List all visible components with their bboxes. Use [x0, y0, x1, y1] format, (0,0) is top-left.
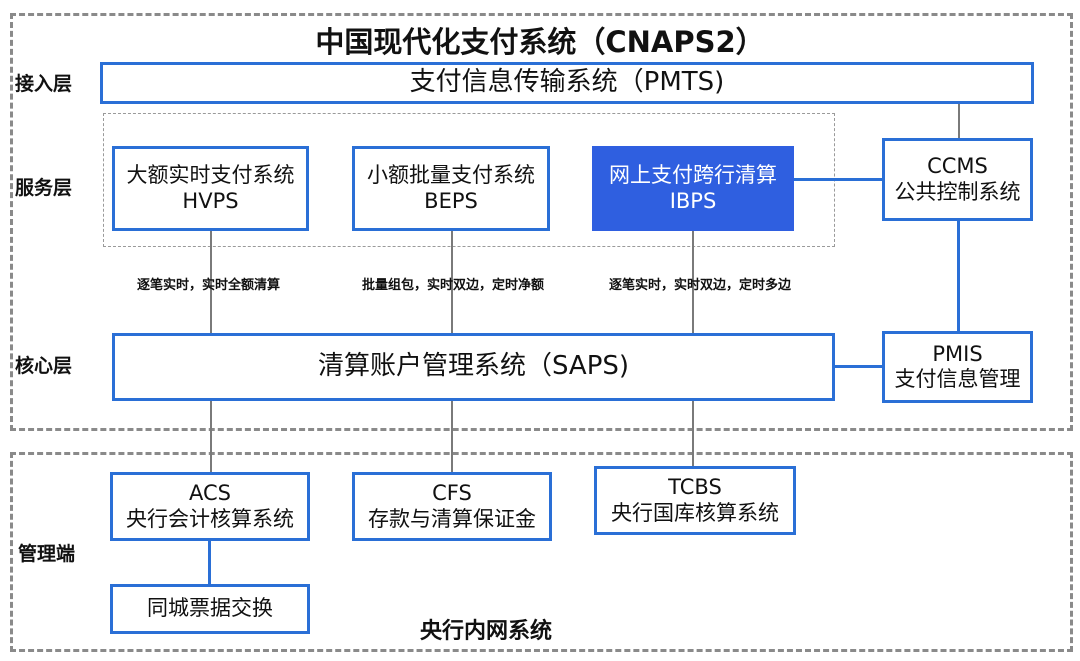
hvps-code: HVPS: [182, 188, 239, 213]
cnaps2-region: [10, 13, 1073, 431]
intranet-region: [10, 452, 1073, 652]
connector-saps-acs: [210, 400, 212, 473]
layer-label-access: 接入层: [15, 73, 73, 95]
acs-code: ACS: [189, 481, 231, 506]
tcbs-box: TCBS 央行国库核算系统: [594, 466, 796, 535]
connector-pmts-ccms: [958, 103, 960, 139]
connector-ibps-ccms: [793, 178, 883, 181]
ccms-code: CCMS: [927, 154, 988, 179]
hvps-name: 大额实时支付系统: [126, 163, 295, 188]
beps-box: 小额批量支付系统 BEPS: [352, 146, 550, 231]
cfs-code: CFS: [432, 481, 472, 506]
beps-code: BEPS: [424, 188, 478, 213]
ibps-box: 网上支付跨行清算 IBPS: [592, 146, 794, 231]
ccms-box: CCMS 公共控制系统: [882, 138, 1033, 221]
connector-hvps-saps: [210, 230, 212, 334]
pmis-name: 支付信息管理: [894, 367, 1021, 391]
pmts-label: 支付信息传输系统（PMTS): [409, 67, 725, 98]
connector-ibps-saps: [692, 230, 694, 334]
tcbs-code: TCBS: [668, 475, 722, 500]
acs-box: ACS 央行会计核算系统: [110, 472, 310, 541]
pmis-box: PMIS 支付信息管理: [882, 331, 1033, 403]
ibps-name: 网上支付跨行清算: [609, 163, 777, 188]
saps-box: 清算账户管理系统（SAPS): [112, 333, 835, 401]
clearing-label: 同城票据交换: [147, 596, 273, 621]
acs-name: 央行会计核算系统: [126, 506, 294, 531]
connector-ccms-pmis: [957, 220, 960, 333]
connector-saps-cfs: [451, 400, 453, 473]
diagram-title: 中国现代化支付系统（CNAPS2）: [315, 25, 765, 59]
hvps-box: 大额实时支付系统 HVPS: [112, 146, 309, 231]
cfs-box: CFS 存款与清算保证金: [352, 472, 552, 541]
connector-saps-tcbs: [692, 400, 694, 467]
layer-label-service: 服务层: [15, 177, 73, 199]
pmis-code: PMIS: [932, 341, 983, 366]
layer-label-core: 核心层: [15, 355, 73, 377]
beps-name: 小额批量支付系统: [367, 163, 535, 188]
layer-label-management: 管理端: [18, 543, 76, 565]
pmts-box: 支付信息传输系统（PMTS): [100, 62, 1034, 104]
hvps-annotation: 逐笔实时，实时全额清算: [137, 278, 281, 293]
ccms-name: 公共控制系统: [894, 179, 1021, 204]
ibps-annotation: 逐笔实时，实时双边，定时多边: [609, 278, 792, 293]
saps-label: 清算账户管理系统（SAPS): [317, 351, 630, 382]
cfs-name: 存款与清算保证金: [368, 506, 536, 531]
beps-annotation: 批量组包，实时双边，定时净额: [362, 278, 545, 293]
intranet-label: 央行内网系统: [420, 619, 553, 644]
clearing-box: 同城票据交换: [110, 584, 310, 634]
connector-acs-clearing: [208, 540, 211, 586]
connector-beps-saps: [451, 230, 453, 334]
connector-saps-pmis: [834, 365, 884, 368]
tcbs-name: 央行国库核算系统: [611, 500, 779, 525]
ibps-code: IBPS: [669, 188, 717, 213]
